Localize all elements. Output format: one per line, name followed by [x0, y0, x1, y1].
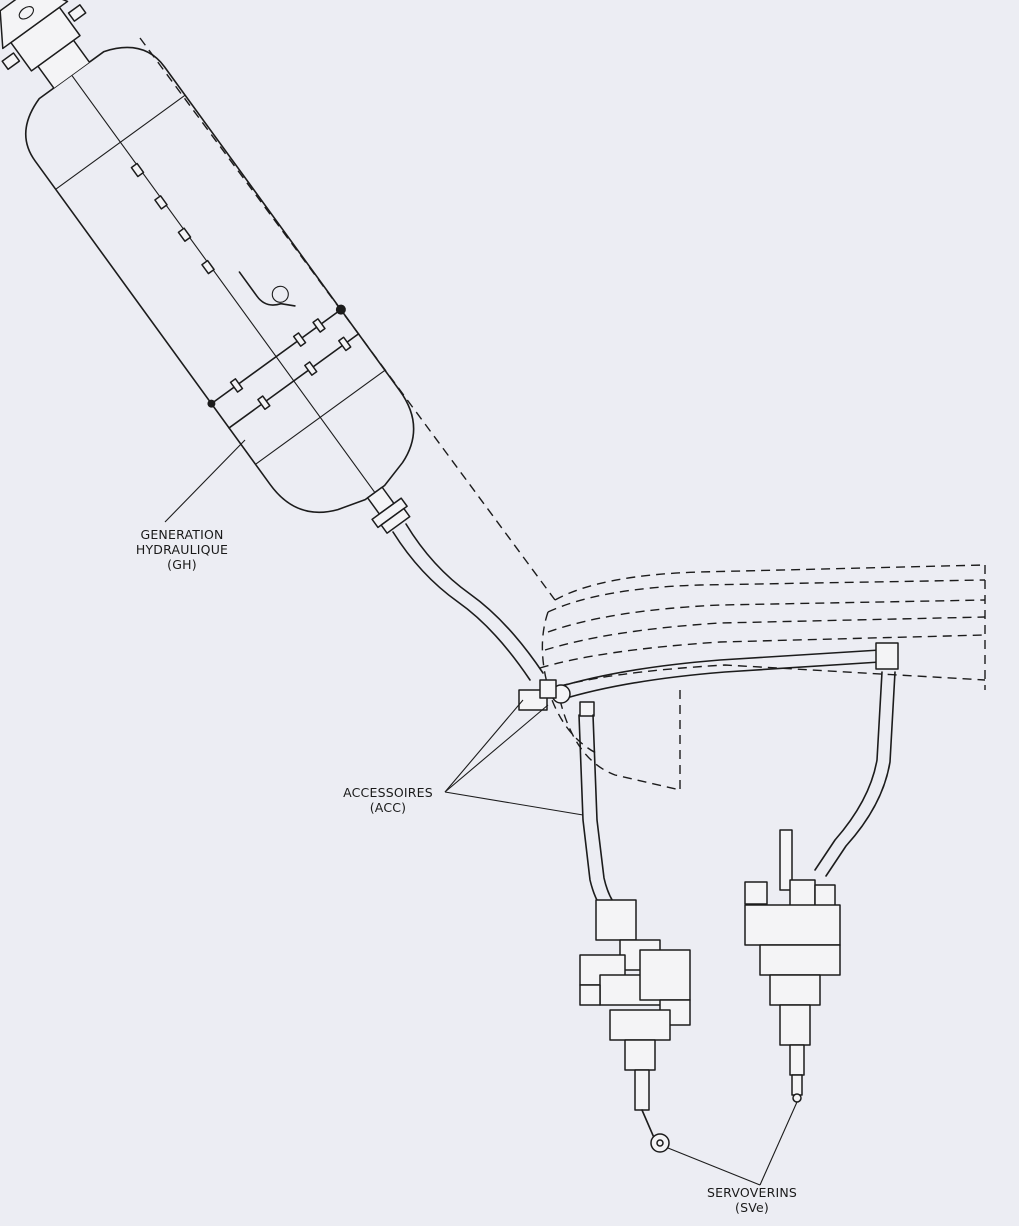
main-pipe-top — [554, 649, 881, 689]
left-down-pipe-b — [592, 714, 621, 911]
servo-actuator-left — [579, 899, 691, 1153]
label-generation-hydraulique: GENERATION HYDRAULIQUE (GH) — [136, 527, 228, 572]
label-sve-abbr: (SVe) — [735, 1200, 769, 1215]
label-gh-line1: GENERATION — [140, 527, 224, 542]
label-sve-line1: SERVOVERINS — [706, 1185, 798, 1200]
servo-actuator-right — [744, 829, 841, 1103]
accessory-fitting — [518, 679, 595, 717]
pipe-junction-right — [875, 642, 899, 670]
right-down-pipe-b — [825, 671, 896, 877]
supply-hose-inner — [405, 523, 544, 674]
leader-lines — [164, 439, 798, 1186]
right-down-pipe-a — [814, 671, 883, 871]
hydraulic-generator — [0, 0, 415, 534]
label-acc-line1: ACCESSOIRES — [343, 785, 433, 800]
airframe-structure — [539, 564, 986, 791]
label-gh-abbr: (GH) — [167, 557, 197, 572]
label-accessoires: ACCESSOIRES (ACC) — [343, 785, 433, 815]
label-servoverins: SERVOVERINS (SVe) — [707, 1185, 797, 1215]
main-pipe-bottom — [559, 661, 881, 701]
label-acc-abbr: (ACC) — [369, 800, 407, 815]
supply-hose-outer — [392, 531, 531, 681]
label-gh-line2: HYDRAULIQUE — [135, 542, 229, 557]
